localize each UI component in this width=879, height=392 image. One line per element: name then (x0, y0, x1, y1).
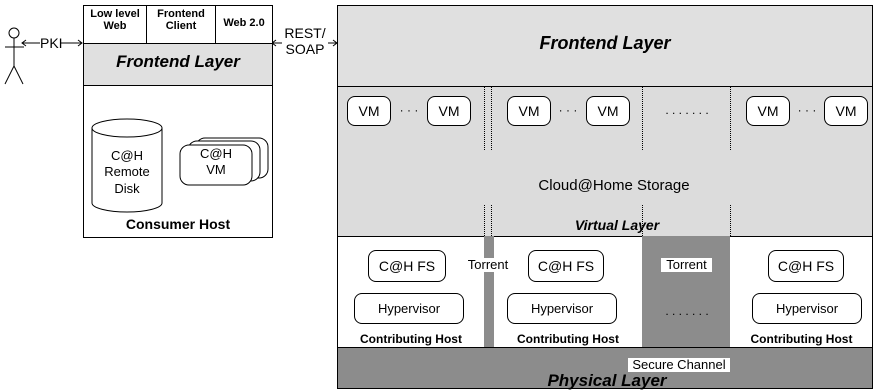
rest-soap-label: REST/ SOAP (284, 25, 326, 58)
vm-column-divider (491, 86, 492, 150)
vm-column-divider (484, 205, 485, 236)
physical-layer-label: Physical Layer (547, 371, 667, 390)
vm-box: VM (586, 96, 630, 126)
vm-ellipsis: · · · (797, 103, 817, 117)
vm-column-divider (730, 86, 731, 150)
consumer-vm-label: C@H VM (200, 146, 232, 178)
contributing-host-label: Contributing Host (360, 332, 462, 346)
host-separator-1 (484, 236, 494, 348)
tab-frontend-client-label: Frontend Client (157, 8, 205, 32)
tab-low-level-web-label: Low level Web (90, 8, 140, 32)
vm-column-divider (484, 86, 485, 150)
vm-box: VM (824, 96, 868, 126)
tab-web-2-0-label: Web 2.0 (223, 17, 265, 29)
vm-box: VM (746, 96, 790, 126)
remote-disk-label: C@H Remote Disk (104, 148, 150, 196)
fs-box: C@H FS (768, 250, 844, 282)
vm-column-divider (642, 86, 643, 150)
cloud-storage-label: Cloud@Home Storage (538, 177, 690, 194)
pki-label: PKI (40, 35, 63, 51)
hypervisor-box: Hypervisor (507, 293, 617, 324)
vm-box: VM (427, 96, 471, 126)
vm-column-divider (491, 205, 492, 236)
consumer-frontend-layer (83, 43, 273, 86)
vm-column-divider (642, 205, 643, 236)
vm-column-divider (730, 205, 731, 236)
host-separator-2 (642, 236, 730, 348)
fs-box: C@H FS (368, 250, 446, 282)
virtual-layer-label: Virtual Layer (574, 217, 660, 233)
vm-box: VM (347, 96, 391, 126)
hypervisor-box: Hypervisor (354, 293, 464, 324)
consumer-frontend-layer-label: Frontend Layer (116, 52, 240, 71)
vm-ellipsis: · · · (399, 103, 419, 117)
vm-box: VM (507, 96, 551, 126)
torrent-label: Torrent (458, 258, 518, 272)
hypervisor-box: Hypervisor (752, 293, 862, 324)
contributing-host-label: Contributing Host (517, 332, 619, 346)
host-column-ellipsis: . . . . . . . (665, 304, 709, 318)
vm-column-ellipsis: . . . . . . . (665, 103, 709, 117)
tab-frontend-client (146, 5, 216, 44)
vm-ellipsis: · · · (558, 103, 578, 117)
secure-channel-label: Secure Channel (628, 358, 730, 372)
cloud-frontend-layer-label: Frontend Layer (539, 33, 671, 53)
consumer-host-label: Consumer Host (125, 216, 231, 232)
torrent-label: Torrent (661, 258, 712, 272)
contributing-host-label: Contributing Host (750, 332, 853, 346)
user-stick-figure-icon (4, 27, 24, 85)
fs-box: C@H FS (528, 250, 604, 282)
physical-layer (337, 347, 873, 389)
